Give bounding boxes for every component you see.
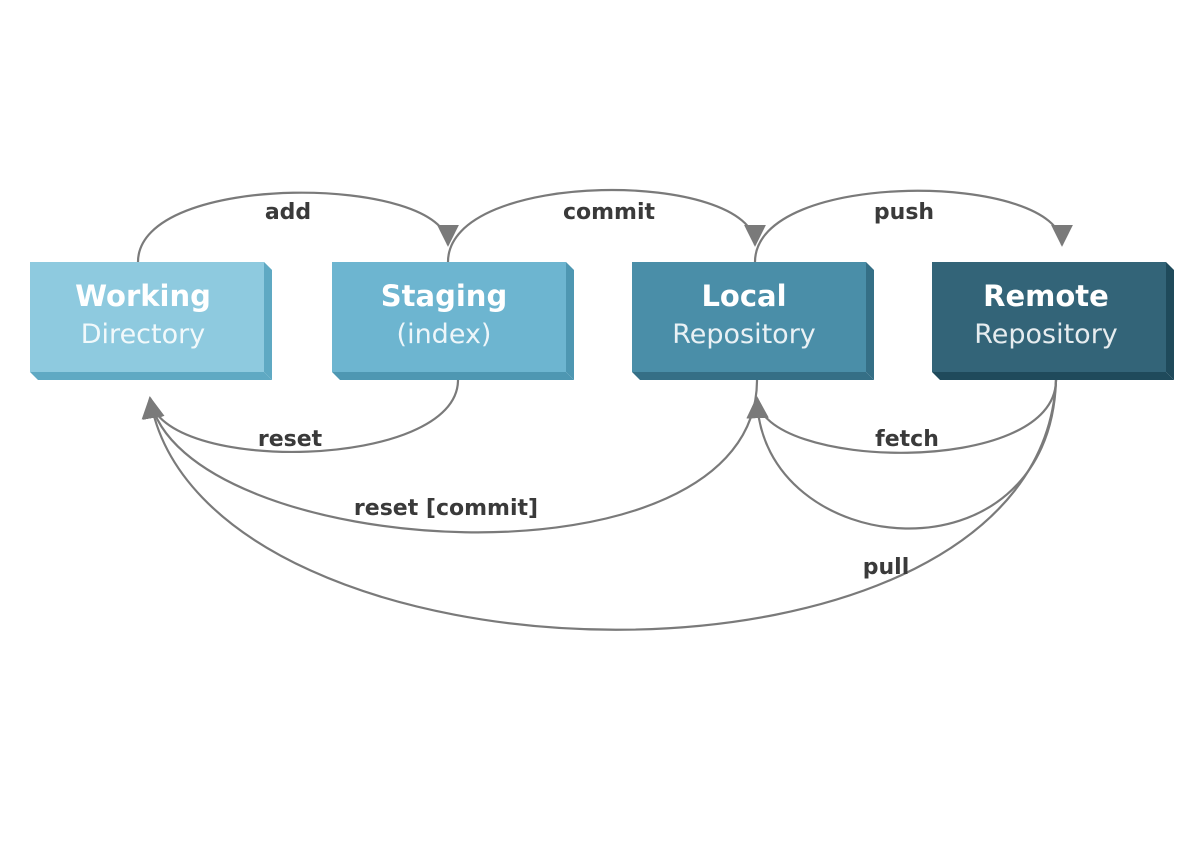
node-working-side [264,262,272,380]
label-reset-commit: reset [commit] [354,496,538,521]
node-working-face [30,262,264,372]
node-staging-side [566,262,574,380]
node-local: Local Repository [632,262,874,380]
node-local-subtitle: Repository [672,319,816,350]
node-remote: Remote Repository [932,262,1174,380]
label-push: push [874,200,934,225]
node-remote-side [1166,262,1174,380]
reset-arrow [141,379,460,453]
node-remote-bottom [932,372,1174,380]
label-fetch: fetch [875,427,939,452]
edge-labels: add commit push reset fetch reset [commi… [258,200,939,580]
label-commit: commit [563,200,656,225]
label-add: add [265,200,311,225]
node-working-title: Working [75,279,211,313]
node-staging-face [332,262,566,372]
node-remote-subtitle: Repository [974,319,1118,350]
pull-local-arrow [746,379,1058,530]
node-staging-bottom [332,372,574,380]
edges-group [136,189,1073,631]
node-working-subtitle: Directory [81,319,205,350]
node-staging: Staging (index) [332,262,574,380]
node-staging-title: Staging [381,279,507,313]
add-arrow [136,191,459,263]
reset-commit-arrow [142,379,759,534]
node-local-bottom [632,372,874,380]
pull-working-arrow [142,379,1058,631]
push-arrow [753,189,1073,263]
node-remote-face [932,262,1166,372]
commit-arrow [446,189,766,263]
node-local-face [632,262,866,372]
fetch-arrow [746,379,1058,454]
label-pull: pull [863,555,910,580]
node-local-side [866,262,874,380]
label-reset: reset [258,427,323,452]
node-remote-title: Remote [983,279,1109,313]
node-working: Working Directory [30,262,272,380]
node-staging-subtitle: (index) [397,319,492,350]
node-local-title: Local [701,279,786,313]
node-working-bottom [30,372,272,380]
